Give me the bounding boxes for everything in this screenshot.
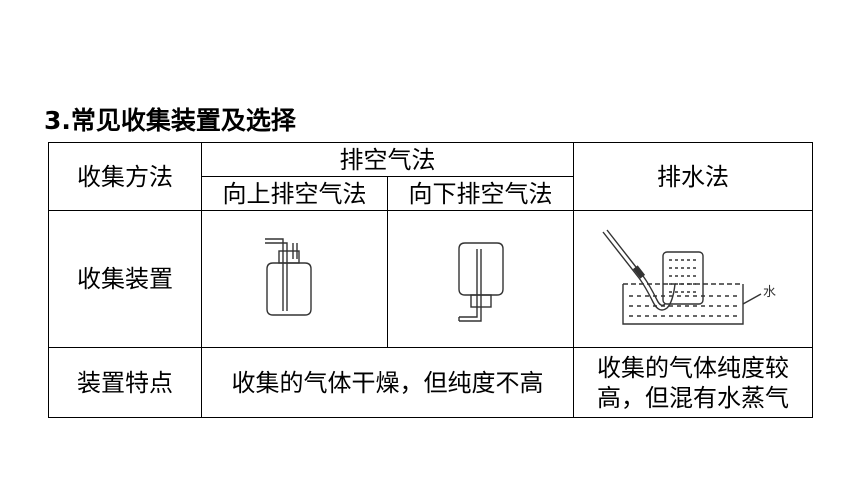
water-displacement-diagram: 水 <box>602 229 776 325</box>
long-inlet-tube <box>264 238 288 311</box>
air-feature-text: 收集的气体干燥，但纯度不高 <box>201 347 574 418</box>
section-title: 3.常见收集装置及选择 <box>44 106 296 135</box>
bottle-body <box>265 262 312 316</box>
inverted-bottle-body <box>457 242 504 296</box>
air-feature-wrap: 收集的气体干燥，但纯度不高 <box>231 368 544 397</box>
rubber-joint <box>632 265 646 279</box>
header-method: 收集方法 <box>48 142 202 211</box>
delivery-tube-outer <box>602 231 676 311</box>
long-tube <box>458 249 482 322</box>
delivery-tube-inner <box>606 229 666 307</box>
row-label-feature: 装置特点 <box>48 347 202 418</box>
water-pointer <box>742 293 762 305</box>
header-air-displacement: 排空气法 <box>201 142 574 177</box>
downward-air-bottle-diagram <box>457 242 504 322</box>
collection-apparatus-table: 收集方法 排空气法 排水法 向上排空气法 向下排空气法 收集装置 <box>48 142 813 418</box>
cell-water-device: 水 <box>573 210 813 348</box>
water-label: 水 <box>763 285 776 300</box>
upward-air-bottle-diagram <box>264 238 312 316</box>
water-feature-wrap: 收集的气体纯度较高，但混有水蒸气 <box>597 353 789 412</box>
header-downward-air: 向下排空气法 <box>387 176 574 211</box>
cell-downward-device <box>387 210 574 348</box>
water-lines <box>629 295 737 317</box>
collection-bottle <box>662 251 704 305</box>
header-water-displacement: 排水法 <box>573 142 813 211</box>
bottle-neck <box>277 250 300 264</box>
bottle-water-lines <box>669 259 697 293</box>
header-upward-air: 向上排空气法 <box>201 176 388 211</box>
row-label-device: 收集装置 <box>48 210 202 348</box>
water-feature-text: 收集的气体纯度较高，但混有水蒸气 <box>573 347 813 418</box>
cell-upward-device <box>201 210 388 348</box>
short-outlet-tube <box>291 243 298 259</box>
